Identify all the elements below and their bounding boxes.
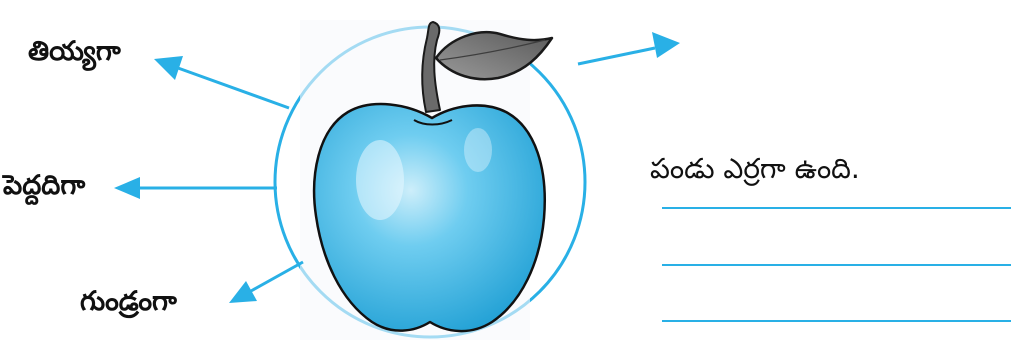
answer-line[interactable] — [662, 207, 1011, 209]
arrow-icon — [229, 262, 303, 303]
label-round: గుండ్రంగా — [80, 286, 177, 324]
label-big: పెద్దదిగా — [3, 170, 85, 208]
arrow-icon — [154, 56, 289, 108]
answer-line[interactable] — [662, 264, 1011, 266]
arrow-icon — [578, 32, 680, 64]
apple-highlight-2 — [464, 128, 492, 172]
arrow-icon — [114, 177, 277, 199]
example-sentence: పండు ఎర్రగా ఉంది. — [650, 152, 860, 192]
apple-picture — [314, 104, 545, 331]
label-sweet: తియ్యగా — [28, 36, 121, 74]
apple-highlight — [356, 140, 404, 220]
answer-line[interactable] — [662, 320, 1011, 322]
